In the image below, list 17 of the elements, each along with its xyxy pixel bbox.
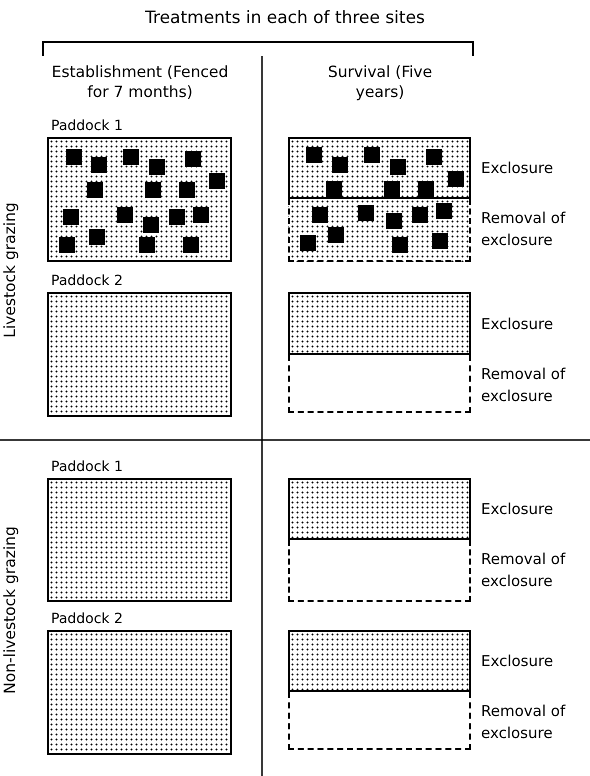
column-heading: Survival (Five years) [326,62,434,102]
treatment-label: Removal of exclosure [481,208,566,251]
treatment-label: Removal of exclosure [481,549,566,592]
treatment-label: Exclosure [481,314,554,334]
treatment-label: Removal of exclosure [481,701,566,744]
plot-heading: Paddock 1 [51,459,123,475]
treatment-label: Removal of exclosure [481,364,566,407]
plot-heading: Paddock 1 [51,118,123,134]
plot-heading: Paddock 2 [51,273,123,289]
row-heading: Livestock grazing [0,201,20,340]
row-heading: Non-livestock grazing [0,525,20,696]
column-heading: Establishment (Fenced for 7 months) [50,62,230,102]
treatment-label: Exclosure [481,158,554,179]
treatment-label: Exclosure [481,651,554,672]
treatment-label: Exclosure [481,499,554,520]
diagram-title: Treatments in each of three sites [144,8,426,28]
plot-heading: Paddock 2 [51,611,123,627]
